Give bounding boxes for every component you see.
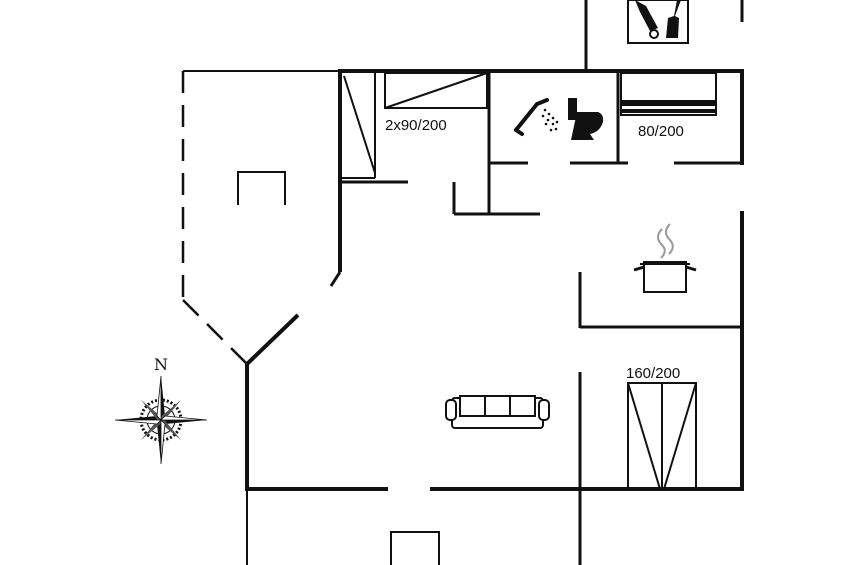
sofa-icon	[445, 395, 550, 429]
compass-rose-icon	[114, 375, 208, 465]
bed-icon	[620, 72, 717, 116]
wall-bunk-closet-diag	[343, 75, 376, 174]
terrace-table	[237, 171, 286, 205]
utility-tools-icon	[627, 0, 689, 44]
bunk-room-label: 2x90/200	[385, 117, 447, 134]
fireplace-icon	[390, 531, 440, 565]
toilet-icon	[568, 98, 604, 140]
single-bed-label: 80/200	[638, 123, 684, 140]
cooking-pot-icon	[633, 223, 697, 293]
double-bed-icon	[627, 382, 697, 490]
wall-diagonal	[245, 313, 300, 366]
bunk-bed-icon	[384, 72, 488, 109]
double-bed-label: 160/200	[626, 365, 680, 382]
wall-inner-diagonal	[329, 271, 342, 287]
compass-north-label: N	[154, 355, 168, 374]
walls	[183, 0, 744, 565]
shower-icon	[514, 98, 559, 136]
terrace-outline	[181, 71, 248, 365]
